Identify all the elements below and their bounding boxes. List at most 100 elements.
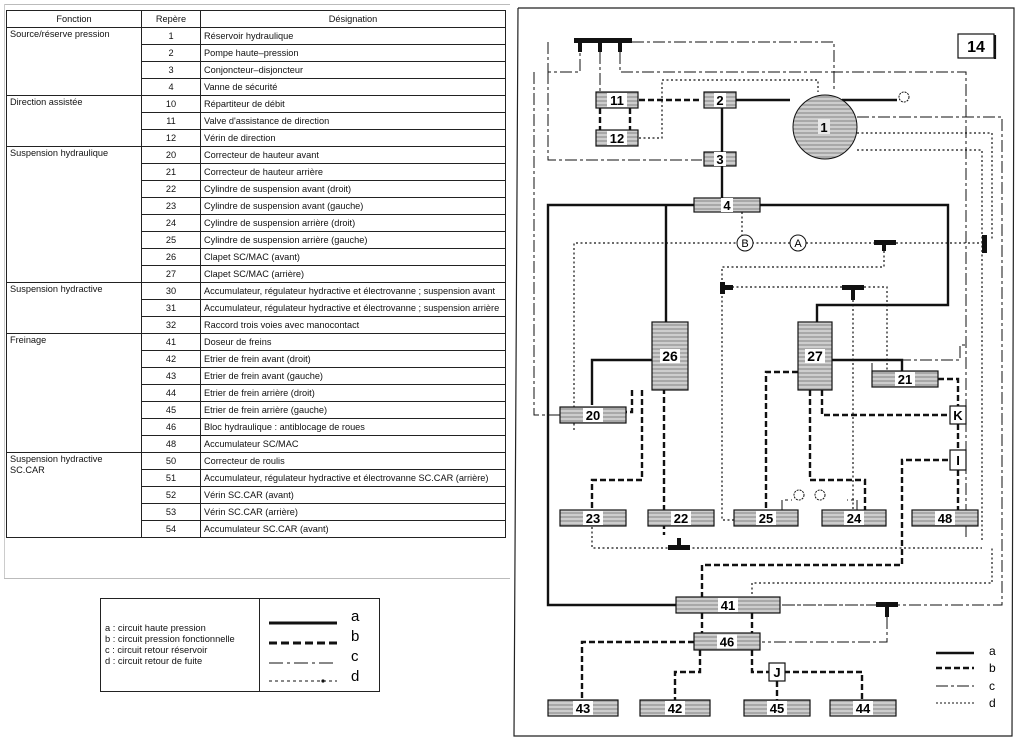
circuit-line-b	[750, 650, 770, 674]
connector-circle	[789, 234, 807, 252]
designation-cell: Doseur de freins	[200, 333, 506, 351]
component-body	[797, 321, 833, 391]
component-20: 20	[559, 406, 627, 424]
component-label-bg	[935, 511, 955, 525]
tee-junction-right	[982, 235, 987, 253]
component-label-bg	[714, 152, 726, 166]
designation-cell: Raccord trois voies avec manocontact	[200, 316, 506, 334]
repere-cell: 20	[141, 146, 201, 164]
header-fonction: Fonction	[6, 10, 142, 28]
designation-cell: Etrier de frein arrière (gauche)	[200, 401, 506, 419]
return-manifold	[574, 38, 632, 43]
component-label: 23	[586, 511, 600, 526]
circuit-line-b	[820, 390, 956, 417]
circuit-line-c	[871, 344, 966, 375]
repere-cell: 21	[141, 163, 201, 181]
circuit-line-a	[546, 203, 694, 607]
component-label-bg	[665, 701, 685, 715]
component-label: 27	[807, 348, 823, 364]
designation-cell: Répartiteur de débit	[200, 95, 506, 113]
component-label-bg	[756, 511, 776, 525]
component-label: 2	[716, 93, 723, 108]
tee-junction-mid	[842, 285, 864, 290]
circuit-line-d	[864, 286, 888, 375]
repere-cell: 52	[141, 486, 201, 504]
fonction-cell: Freinage	[6, 333, 142, 453]
manifold-stub	[578, 40, 582, 52]
fonction-cell: Direction assistée	[6, 95, 142, 147]
component-label-bg	[714, 93, 726, 107]
line-type-legend: a : circuit haute pression b : circuit p…	[100, 598, 380, 692]
circuit-line-b	[673, 650, 702, 700]
component-45: 45	[743, 699, 811, 717]
repere-cell: 45	[141, 401, 201, 419]
fonction-cell: Suspension hydraulique	[6, 146, 142, 283]
tee-stub	[725, 285, 733, 290]
designation-cell: Etrier de frein avant (droit)	[200, 350, 506, 368]
designation-cell: Cylindre de suspension avant (droit)	[200, 180, 506, 198]
component-label: 20	[586, 408, 600, 423]
designation-cell: Pompe haute–pression	[200, 44, 506, 62]
component-label-bg	[805, 349, 825, 363]
repere-cell: 2	[141, 44, 201, 62]
legend-key-d: d	[351, 668, 359, 685]
component-label-bg	[607, 131, 627, 145]
designation-cell: Accumulateur, régulateur hydractive et é…	[200, 299, 506, 317]
circuit-line-b	[938, 377, 960, 406]
diagram-key-d: d	[989, 696, 996, 710]
repere-cell: 51	[141, 469, 201, 487]
diagram-frame	[513, 7, 1015, 737]
component-legend-page: Fonction Repère Désignation Source/réser…	[0, 0, 512, 743]
component-23: 23	[559, 509, 627, 527]
figure-number-box	[957, 33, 995, 59]
repere-cell: 1	[141, 27, 201, 45]
circuit-line-c	[547, 72, 702, 161]
tee-stub	[851, 290, 855, 300]
designation-cell: Correcteur de hauteur avant	[200, 146, 506, 164]
connector-I: I	[949, 449, 967, 471]
line-samples: a b c d	[269, 608, 360, 685]
circuit-line-d	[630, 79, 819, 139]
repere-cell: 41	[141, 333, 201, 351]
circuit-line-c	[847, 499, 858, 512]
circuit-line-a	[590, 358, 652, 405]
circuit-line-d	[591, 527, 982, 549]
designation-cell: Etrier de frein arrière (droit)	[200, 384, 506, 402]
component-label-bg	[660, 349, 680, 363]
designation-cell: Conjoncteur–disjoncteur	[200, 61, 506, 79]
repere-cell: 26	[141, 248, 201, 266]
circuit-line-c	[632, 41, 835, 92]
component-label: 41	[721, 598, 735, 613]
repere-cell: 42	[141, 350, 201, 368]
page-rule	[4, 578, 510, 579]
circuit-line-a	[750, 203, 950, 322]
designation-cell: Etrier de frein avant (gauche)	[200, 367, 506, 385]
component-label: 12	[610, 131, 624, 146]
diagram-key-b: b	[989, 661, 996, 675]
repere-cell: 22	[141, 180, 201, 198]
fonction-cell: Suspension hydractive SC.CAR	[6, 452, 142, 538]
component-21: 21	[871, 370, 939, 388]
circuit-line-c	[781, 499, 792, 512]
figure-number: 14	[967, 39, 985, 56]
repere-cell: 31	[141, 299, 201, 317]
designation-cell: Réservoir hydraulique	[200, 27, 506, 45]
circuit-line-d	[857, 149, 983, 540]
circuit-line-d	[857, 132, 993, 240]
designation-cell: Accumulateur, régulateur hydractive et é…	[200, 469, 506, 487]
designation-cell: Cylindre de suspension avant (gauche)	[200, 197, 506, 215]
designation-cell: Cylindre de suspension arrière (droit)	[200, 214, 506, 232]
header-designation: Désignation	[200, 10, 506, 28]
circuit-lines	[533, 38, 1003, 700]
diagram-line-legend: a b c d	[936, 644, 996, 710]
repere-cell: 53	[141, 503, 201, 521]
repere-cell: 3	[141, 61, 201, 79]
repere-cell: 10	[141, 95, 201, 113]
tee-stub	[677, 538, 681, 546]
designation-cell: Bloc hydraulique : antiblocage de roues	[200, 418, 506, 436]
component-label-bg	[721, 198, 733, 212]
